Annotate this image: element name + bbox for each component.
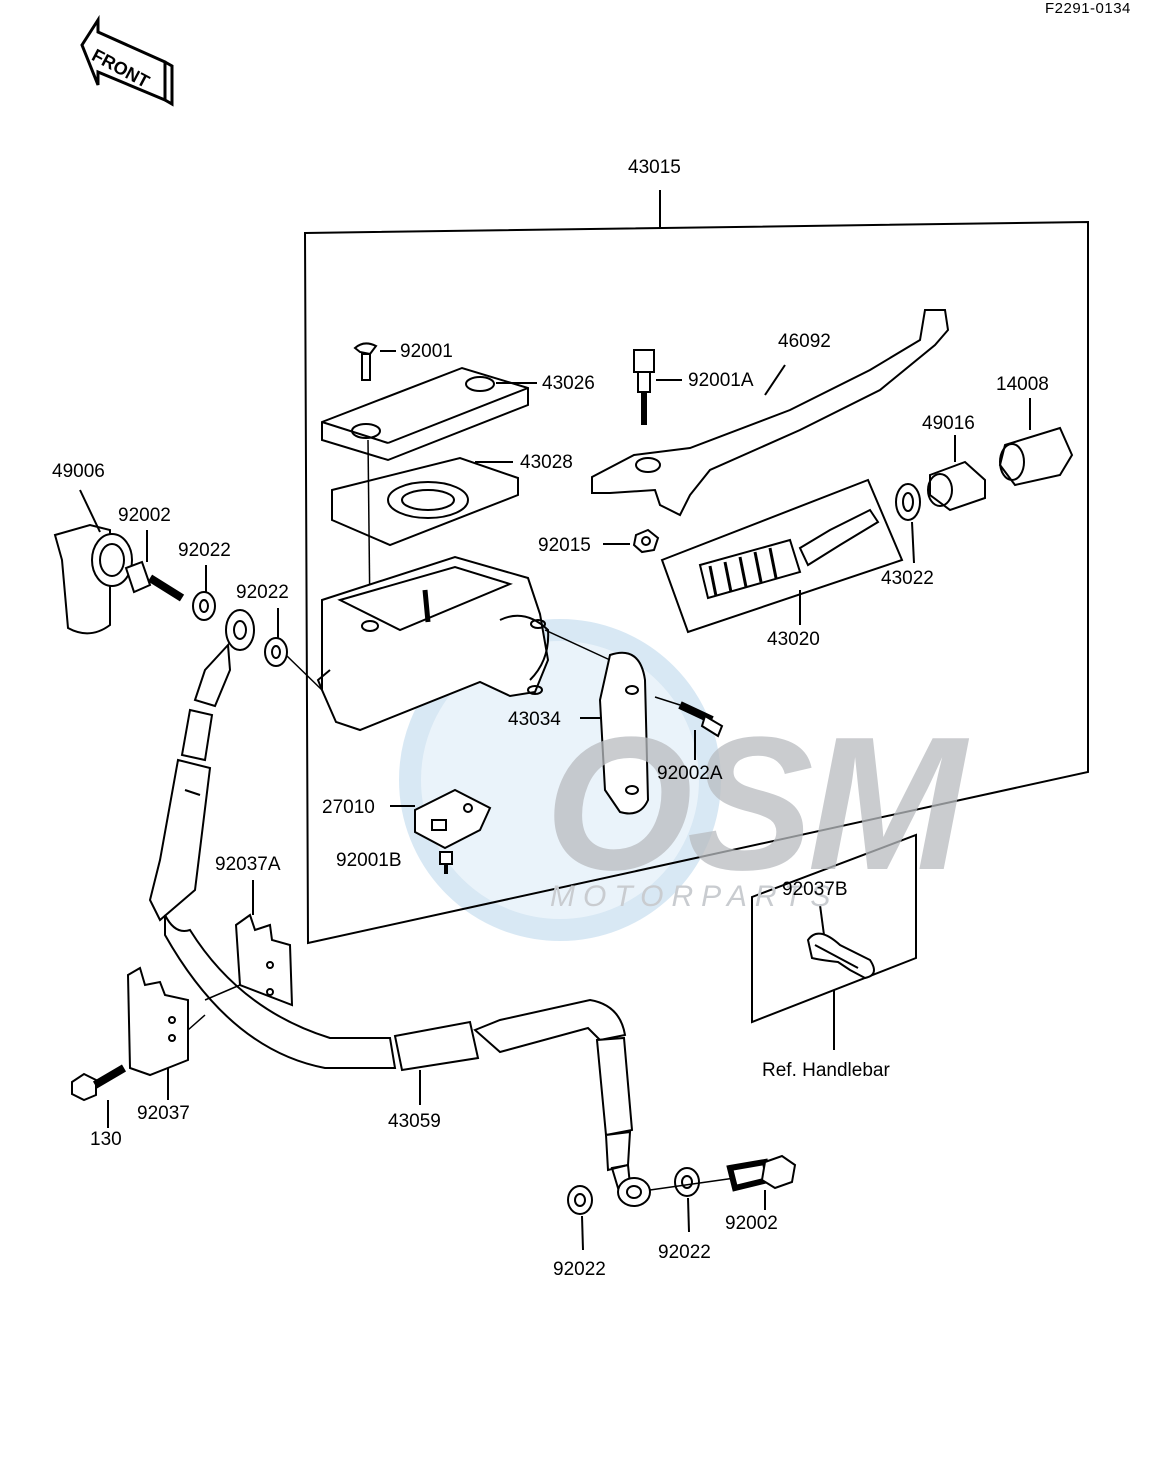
part-label-92002A: 92002A bbox=[657, 763, 723, 784]
part-label-92001A: 92001A bbox=[688, 370, 754, 391]
part-label-49006: 49006 bbox=[52, 461, 105, 482]
screw-92001B bbox=[439, 851, 453, 874]
part-label-43059: 43059 bbox=[388, 1111, 441, 1132]
part-label-92002-top: 92002 bbox=[118, 505, 171, 526]
ref-handlebar-label: Ref. Handlebar bbox=[762, 1060, 890, 1081]
clip-92037B bbox=[806, 904, 875, 980]
banjo-fitting-bottom bbox=[610, 1163, 651, 1207]
switch-27010 bbox=[390, 788, 492, 850]
part-label-14008: 14008 bbox=[996, 374, 1049, 395]
cap-49006 bbox=[53, 489, 133, 635]
part-label-46092: 46092 bbox=[778, 331, 831, 352]
drawing-code: F2291-0134 bbox=[1045, 0, 1131, 17]
lever-46092 bbox=[591, 309, 950, 517]
part-label-92037A: 92037A bbox=[215, 854, 281, 875]
banjo-fitting-top bbox=[193, 609, 255, 708]
clamp-43034 bbox=[580, 651, 650, 815]
washer-92022-a bbox=[192, 565, 216, 621]
bracket-92037A bbox=[204, 880, 294, 1007]
front-arrow-icon bbox=[80, 14, 174, 107]
washer-92022-b bbox=[264, 608, 323, 691]
part-label-92022-a: 92022 bbox=[178, 540, 231, 561]
banjo-bolt-92002-top bbox=[124, 530, 185, 602]
part-label-92037B: 92037B bbox=[782, 879, 848, 900]
screw-92001 bbox=[353, 342, 396, 381]
part-label-43034: 43034 bbox=[508, 709, 561, 730]
part-label-92015: 92015 bbox=[538, 535, 591, 556]
part-label-92022-d: 92022 bbox=[658, 1242, 711, 1263]
part-label-130: 130 bbox=[90, 1129, 122, 1150]
washer-43022 bbox=[895, 483, 921, 564]
banjo-bolt-92002-bottom bbox=[649, 1154, 797, 1210]
part-label-92001: 92001 bbox=[400, 341, 453, 362]
hose-43059 bbox=[148, 708, 634, 1172]
part-label-92022-b: 92022 bbox=[236, 582, 289, 603]
watermark-text: MOTORPARTS bbox=[550, 880, 839, 913]
diaphragm-43028 bbox=[331, 456, 519, 547]
part-label-43026: 43026 bbox=[542, 373, 595, 394]
part-label-92002-bottom: 92002 bbox=[725, 1213, 778, 1234]
bolt-92002A bbox=[654, 696, 724, 760]
washer-92022-c bbox=[567, 1185, 593, 1251]
part-label-49016: 49016 bbox=[922, 413, 975, 434]
boot-14008 bbox=[998, 398, 1074, 487]
part-label-92022-c: 92022 bbox=[553, 1259, 606, 1280]
part-label-43022: 43022 bbox=[881, 568, 934, 589]
part-label-92001B: 92001B bbox=[336, 850, 402, 871]
cap-43026 bbox=[321, 366, 537, 462]
bracket-92037 bbox=[126, 966, 206, 1100]
assembly-box-92037B bbox=[751, 833, 917, 1024]
part-label-43015: 43015 bbox=[628, 157, 681, 178]
part-label-43028: 43028 bbox=[520, 452, 573, 473]
watermark-logo: OSM bbox=[545, 698, 966, 910]
part-label-27010: 27010 bbox=[322, 797, 375, 818]
washer-92022-d bbox=[674, 1167, 700, 1233]
piston-kit-43020 bbox=[660, 478, 904, 634]
part-label-43020: 43020 bbox=[767, 629, 820, 650]
seal-49016 bbox=[927, 435, 986, 512]
part-label-92037: 92037 bbox=[137, 1103, 190, 1124]
bolt-92001A bbox=[633, 349, 682, 425]
assembly-box-43015 bbox=[303, 220, 1089, 945]
master-cylinder-body bbox=[316, 555, 611, 732]
nut-92015 bbox=[603, 528, 660, 554]
bolt-130 bbox=[71, 1064, 127, 1128]
